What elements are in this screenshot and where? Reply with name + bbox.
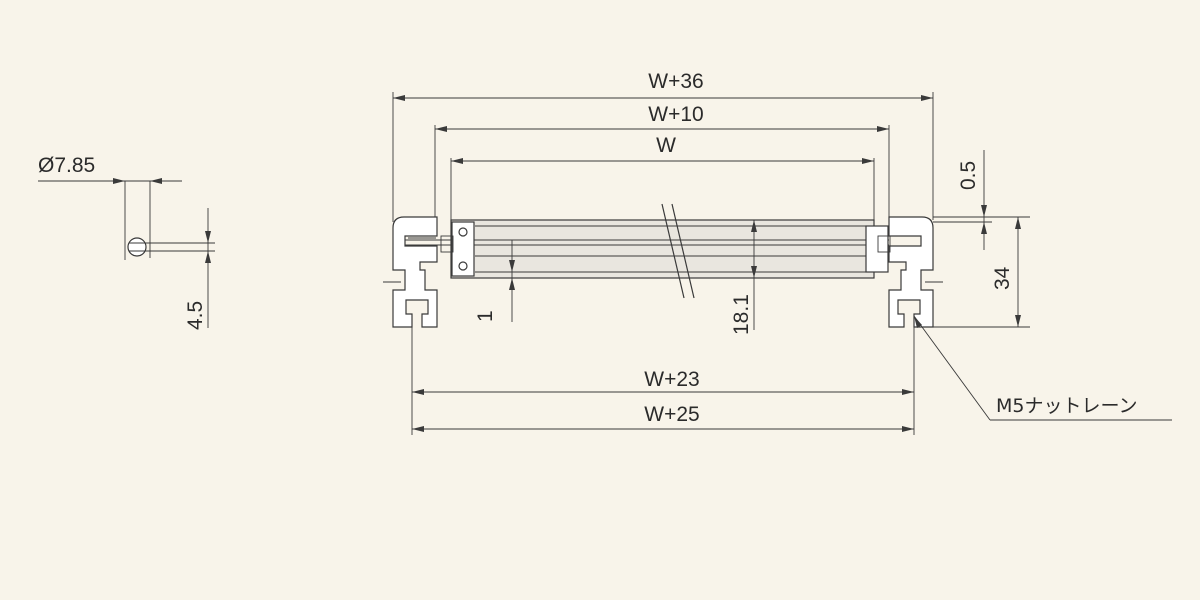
roller-body bbox=[450, 219, 875, 279]
left-frame-profile bbox=[392, 216, 438, 328]
left-bearing bbox=[440, 221, 475, 277]
break-line bbox=[661, 203, 695, 299]
top-dimensions: W+36 W+10 W bbox=[392, 70, 934, 222]
dim-34-label: 34 bbox=[991, 266, 1014, 290]
nut-lane-label: M5ナットレーン bbox=[996, 395, 1138, 417]
shaft-flat-label: 4.5 bbox=[184, 301, 207, 330]
dim-w25-label: W+25 bbox=[644, 403, 699, 426]
nut-lane-callout: M5ナットレーン bbox=[913, 315, 1172, 421]
conveyor-assembly bbox=[383, 203, 943, 328]
dim-w10-label: W+10 bbox=[648, 103, 703, 126]
bottom-dimensions: W+23 W+25 bbox=[411, 327, 915, 435]
dim-1-label: 1 bbox=[474, 310, 497, 322]
shaft-diameter-label: Ø7.85 bbox=[38, 154, 95, 177]
shaft-detail: Ø7.85 4.5 bbox=[38, 154, 215, 330]
inner-dimensions: 18.1 1 bbox=[474, 220, 757, 335]
dim-w23-label: W+23 bbox=[644, 368, 699, 391]
dim-w-label: W bbox=[656, 134, 676, 157]
right-frame-profile bbox=[888, 216, 934, 328]
dim-w36-label: W+36 bbox=[648, 70, 703, 93]
dim-181-label: 18.1 bbox=[730, 294, 753, 335]
right-bearing bbox=[865, 225, 891, 273]
right-dimensions: 0.5 34 bbox=[933, 150, 1030, 328]
dim-05-label: 0.5 bbox=[957, 161, 980, 190]
